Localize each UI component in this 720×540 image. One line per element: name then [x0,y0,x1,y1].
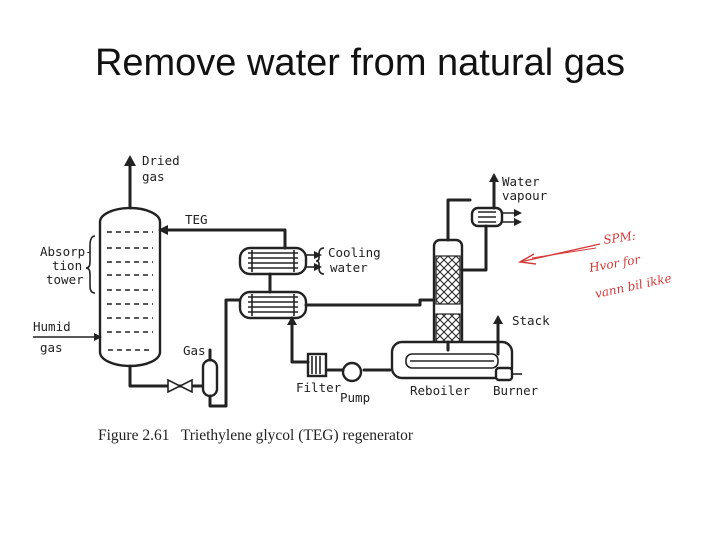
label-reboiler: Reboiler [410,383,471,398]
feed-to-column [304,298,436,307]
figure-caption: Figure 2.61 Triethylene glycol (TEG) reg… [98,427,414,444]
humid-gas-inlet [33,333,102,341]
label-burner: Burner [493,383,539,398]
label-dried-gas-2: gas [142,169,165,184]
label-teg: TEG [185,212,208,227]
burner [494,366,522,382]
label-water-vapour: Water [502,174,540,189]
absorption-tower [98,206,162,368]
gas-separator [201,298,242,408]
label-water-vapour-2: vapour [502,188,548,203]
cooling-exchanger [238,236,322,276]
condenser [460,173,522,272]
label-pump: Pump [340,390,370,405]
label-humid-gas: Humid [33,319,71,334]
annotation-line-1: SPM: [602,229,636,247]
label-absorption-3: tower [46,272,84,287]
filter-pump-line [287,316,392,383]
label-dried-gas: Dried [142,153,180,168]
pump-icon [341,361,363,383]
rich-teg-line [128,364,210,394]
filter-icon [306,352,328,378]
label-cooling-water-2: water [330,260,368,275]
annotation-line-3: vann bil ikke [594,271,673,301]
regenerator-column [432,198,472,352]
label-filter: Filter [296,380,342,395]
dried-gas-outlet [124,155,136,210]
label-humid-gas-2: gas [40,340,63,355]
label-gas: Gas [183,343,206,358]
annotation-line-2: Hvor for [587,252,642,275]
label-absorption-2: tion [52,258,82,273]
teg-return-line [158,225,287,240]
reboiler [390,340,514,380]
stack [493,315,503,356]
slide-title: Remove water from natural gas [94,42,626,84]
label-stack: Stack [512,313,550,328]
valve-icon [167,378,182,394]
lean-rich-exchanger [238,272,308,320]
label-cooling-water: Cooling [328,245,381,260]
handwritten-annotation: SPM: Hvor for vann bil ikke [517,229,673,301]
label-absorption: Absorp- [40,244,93,259]
